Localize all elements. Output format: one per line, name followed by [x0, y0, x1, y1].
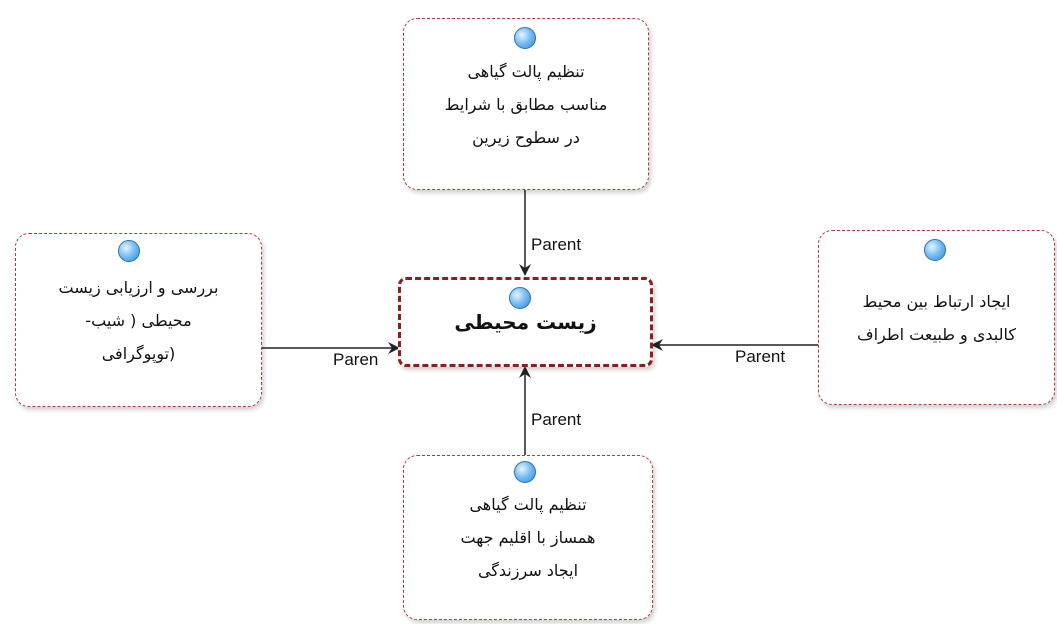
node-left-label: بررسی و ارزیابی زیست محیطی ( شیب- (توپوگ… [58, 277, 219, 363]
node-right-bubble-icon [924, 239, 946, 261]
node-bottom-bubble-icon [514, 461, 536, 483]
node-center-label: زیست محیطی [454, 309, 597, 334]
node-right-label: ایجاد ارتباط بین محیط کالبدی و طبیعت اطر… [857, 291, 1016, 344]
edge-label-left: Paren [331, 350, 381, 370]
node-left[interactable]: بررسی و ارزیابی زیست محیطی ( شیب- (توپوگ… [15, 233, 262, 407]
node-center-bubble-icon [509, 287, 531, 309]
edge-label-top: Parent [529, 235, 584, 255]
edge-label-right: Parent [733, 347, 788, 367]
node-bottom-label: تنظیم پالت گیاهی همساز با اقلیم جهت ایجا… [460, 495, 596, 580]
node-top-label: تنظیم پالت گیاهی مناسب مطابق با شرایط در… [444, 61, 608, 147]
node-left-bubble-icon [118, 240, 140, 262]
node-top-bubble-icon [514, 27, 536, 49]
edge-label-bottom: Parent [529, 410, 584, 430]
